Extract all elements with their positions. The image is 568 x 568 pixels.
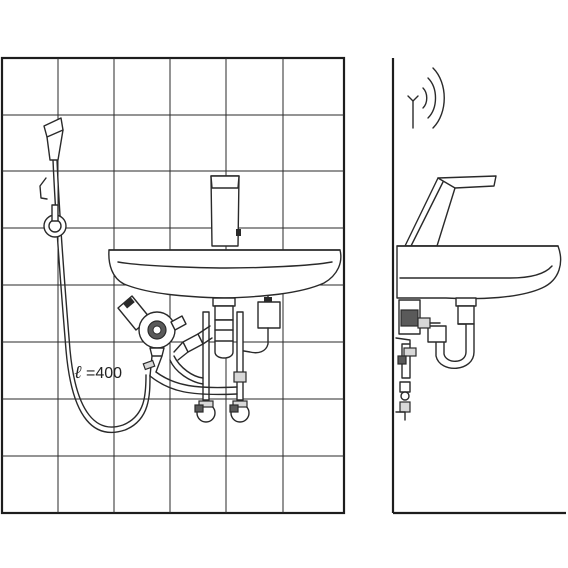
side-control-unit [398, 299, 441, 335]
angle-valve-left [194, 400, 216, 423]
waste-siphon [212, 297, 236, 359]
side-view [391, 58, 566, 515]
hose-connector [173, 325, 213, 361]
angle-valve-right [229, 371, 250, 423]
side-valves [395, 337, 417, 421]
shower-holder [39, 177, 67, 238]
hose-length-label: ℓ =400 [74, 362, 122, 382]
hand-shower [43, 117, 64, 161]
side-faucet [404, 175, 497, 247]
side-basin [396, 245, 562, 300]
side-wall [391, 58, 566, 515]
wireless-signal-icon [407, 67, 445, 129]
hose-length-value: =400 [86, 365, 122, 382]
control-unit [117, 295, 187, 377]
washbasin [108, 249, 342, 299]
side-siphon [427, 297, 477, 370]
shower-hose [52, 159, 151, 434]
power-supply [237, 295, 281, 354]
hose-length-symbol: ℓ [74, 362, 82, 382]
front-view: ℓ =400 [0, 56, 346, 515]
supply-pipes [149, 311, 244, 401]
sensor-faucet [210, 175, 241, 247]
